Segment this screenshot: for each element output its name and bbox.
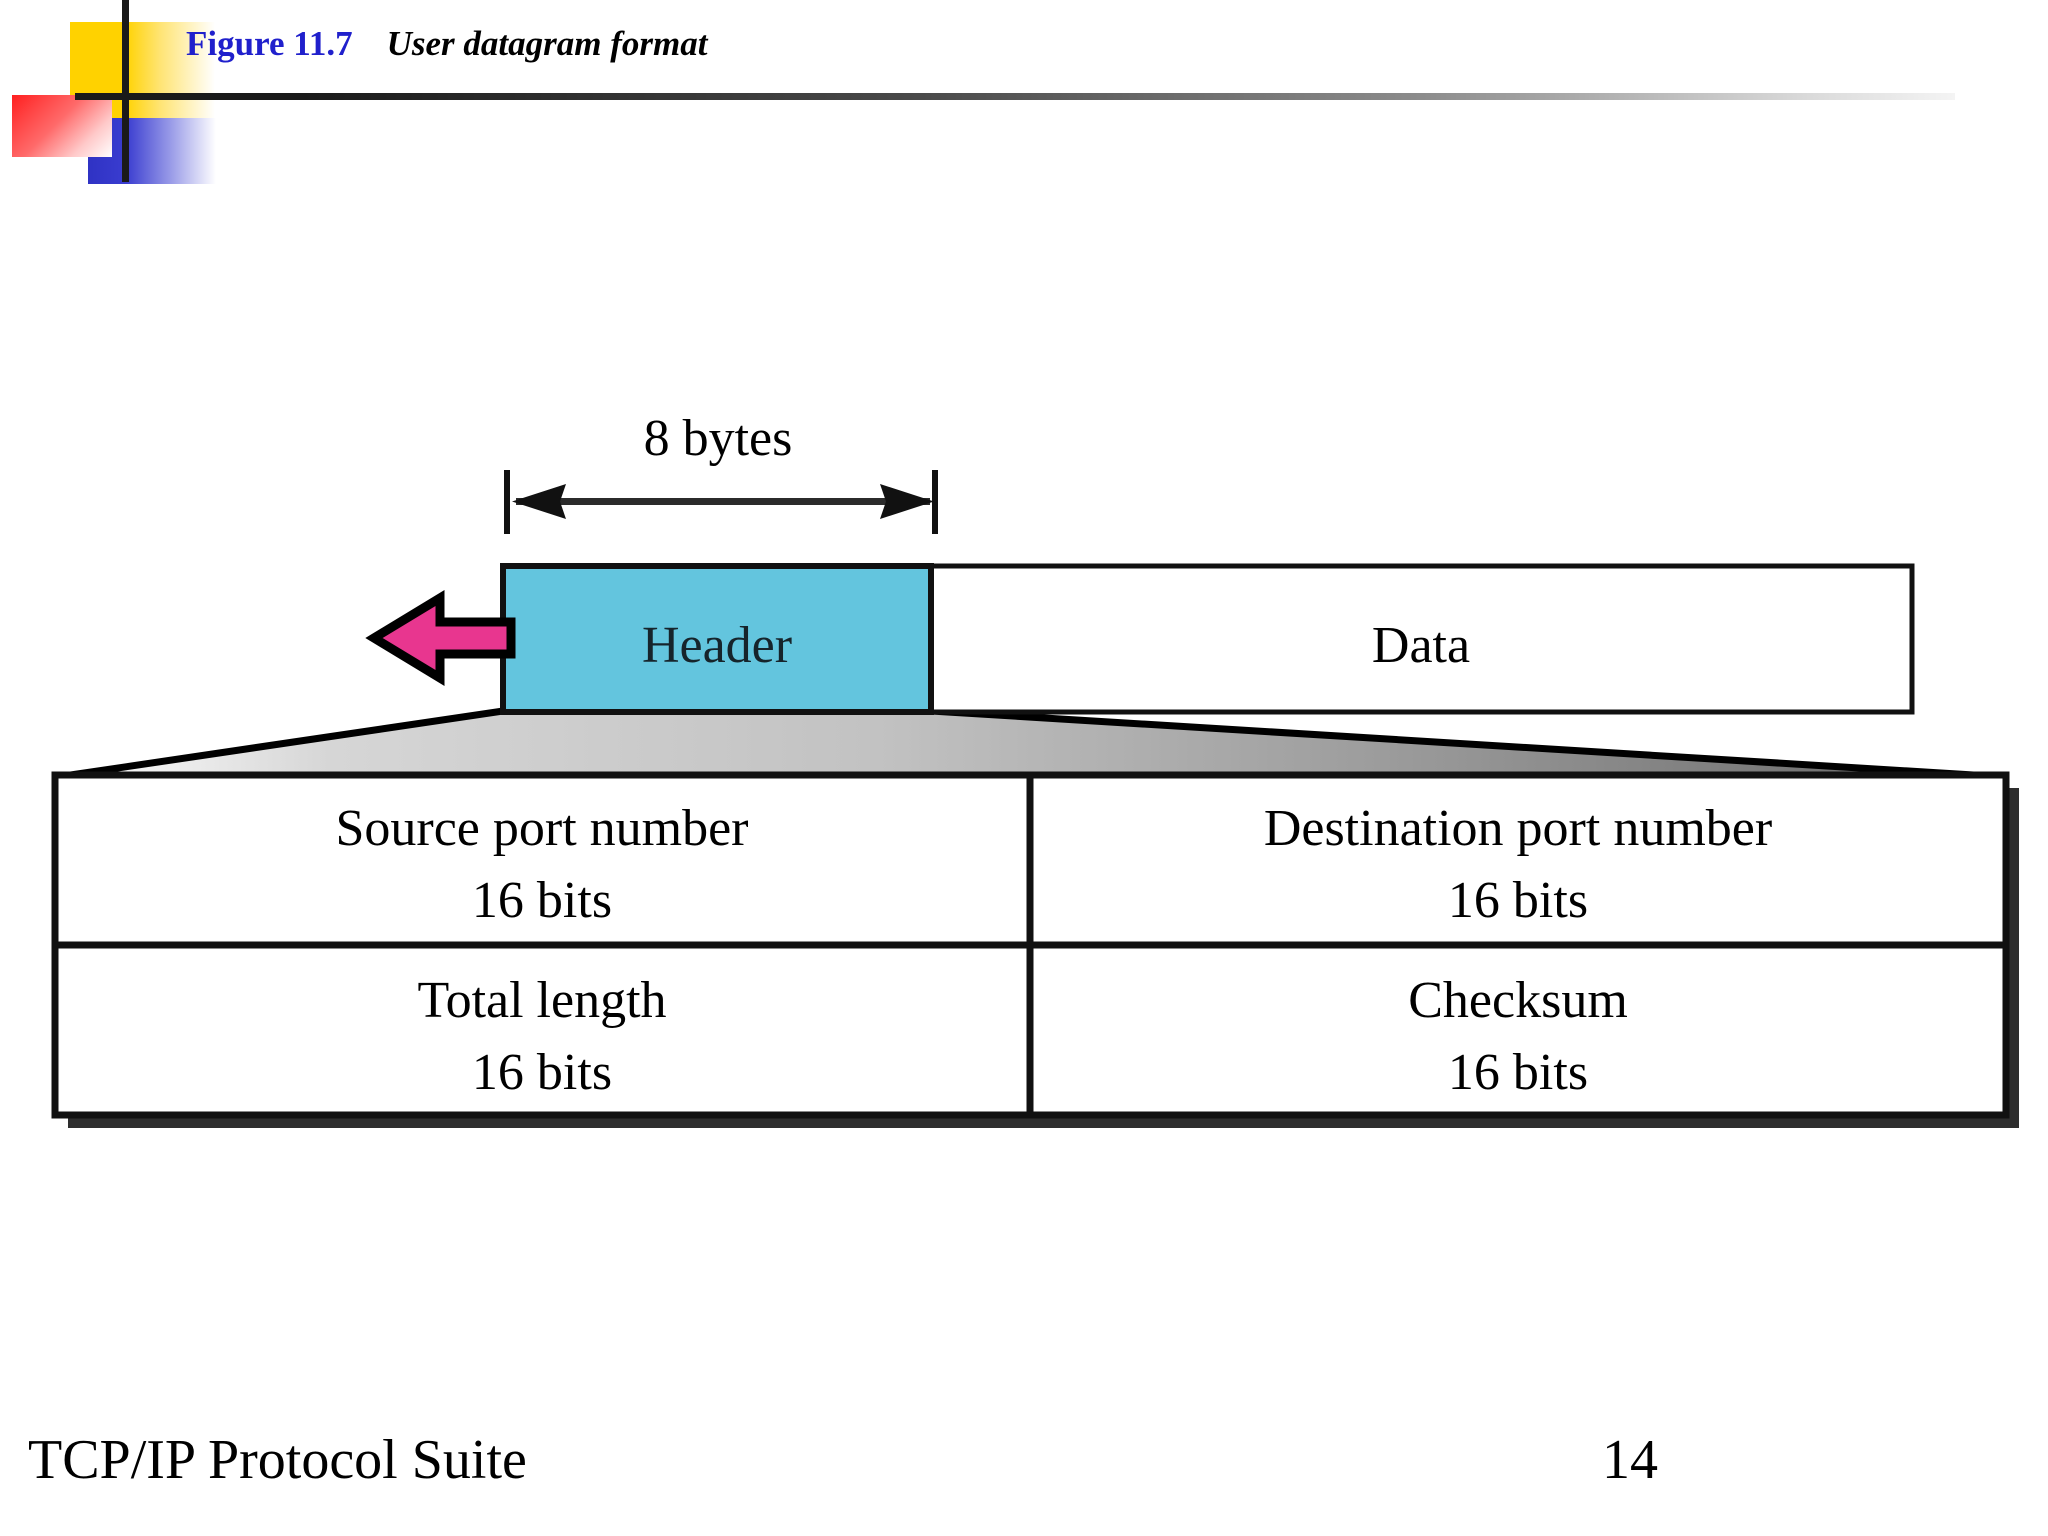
field-source-port-name: Source port number: [335, 800, 748, 857]
field-destination-port-size: 16 bits: [1448, 872, 1588, 929]
field-source-port-size: 16 bits: [472, 872, 612, 929]
footer-book-title: TCP/IP Protocol Suite: [28, 1429, 527, 1491]
dimension-arrowhead-right: [880, 484, 934, 519]
page-title: Figure 11.7 User datagram format: [186, 24, 707, 64]
zoom-funnel: [56, 707, 2007, 781]
figure-number: Figure 11.7: [186, 24, 353, 63]
logo-vertical-rule: [122, 0, 129, 182]
footer-page-number: 14: [1602, 1429, 1658, 1491]
dimension-arrowhead-left: [512, 484, 566, 519]
field-checksum-size: 16 bits: [1448, 1044, 1588, 1101]
slide-logo-decoration: [0, 0, 300, 200]
field-total-length-size: 16 bits: [472, 1044, 612, 1101]
dimension-tick-left: [504, 470, 510, 534]
dimension-tick-right: [932, 470, 938, 534]
header-box-label: Header: [642, 617, 792, 674]
logo-horizontal-rule: [75, 93, 1955, 100]
dimension-measure-8-bytes: [504, 470, 938, 534]
left-pointing-arrow-icon: [365, 590, 516, 686]
field-total-length-name: Total length: [417, 972, 666, 1029]
figure-caption: User datagram format: [386, 24, 708, 63]
dimension-label: 8 bytes: [644, 410, 793, 467]
packet-row: [500, 563, 1915, 715]
field-destination-port-name: Destination port number: [1264, 800, 1772, 857]
logo-red-square: [12, 95, 112, 157]
dimension-shaft: [516, 498, 930, 505]
field-checksum-name: Checksum: [1408, 972, 1628, 1029]
data-box-label: Data: [1372, 617, 1470, 674]
data-box: [928, 563, 1915, 715]
